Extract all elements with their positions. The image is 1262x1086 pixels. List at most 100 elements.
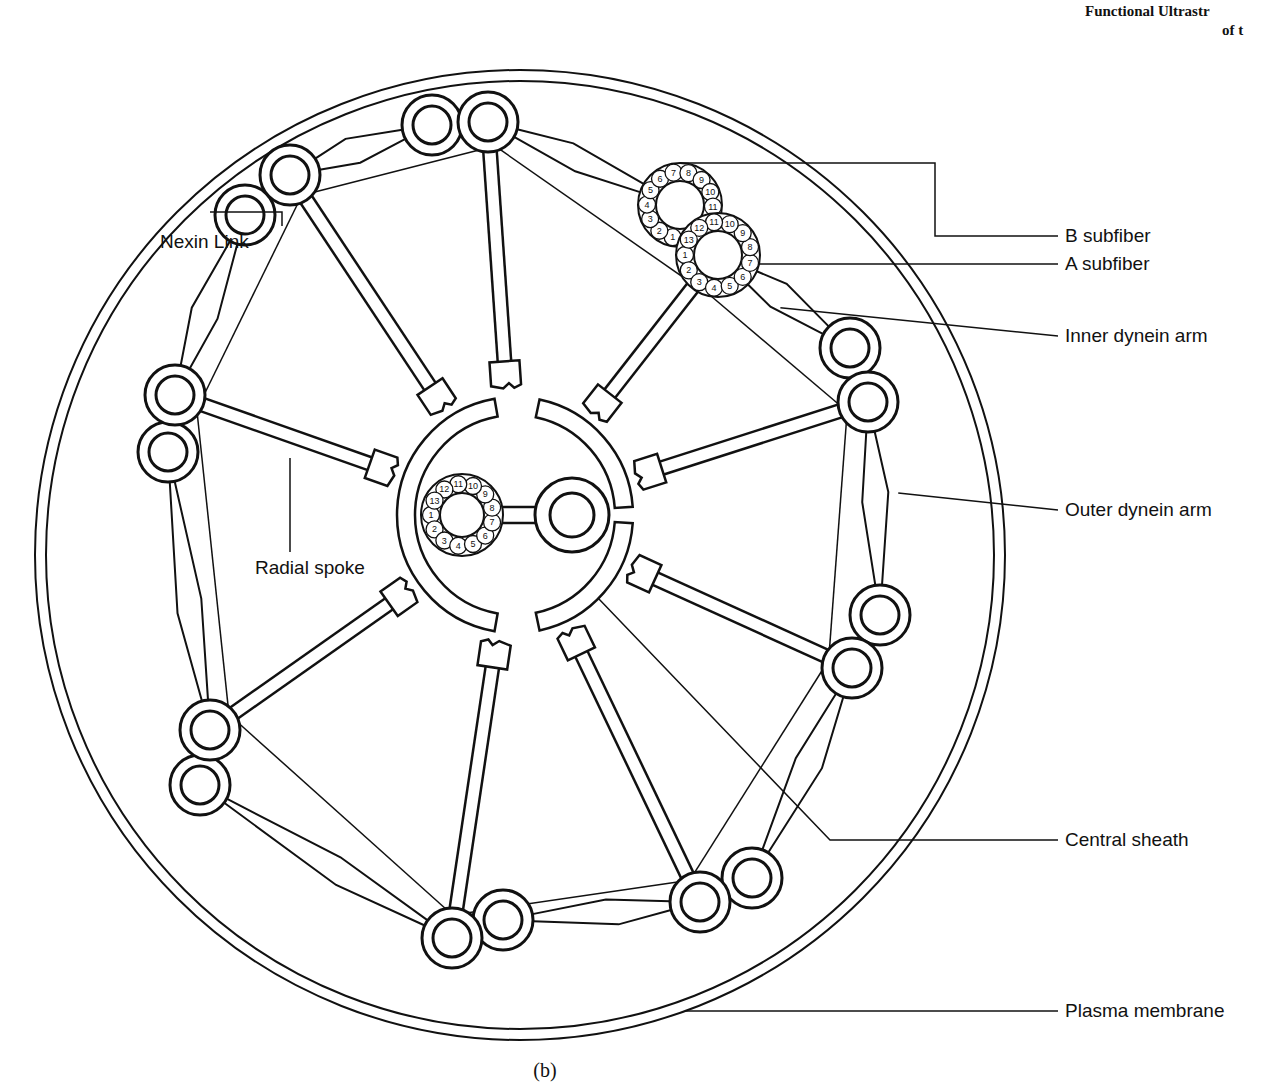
protofilament-number: 5 [470, 539, 475, 548]
tubule-wall [138, 422, 198, 482]
protofilament-number: 1 [428, 511, 433, 520]
central-bridge [500, 506, 538, 509]
spoke-stalk [488, 122, 505, 365]
nexin-link [197, 415, 228, 706]
spoke-head [380, 576, 419, 616]
spoke-head [581, 384, 621, 424]
tubule-wall [670, 872, 730, 932]
tubule-lumen [149, 433, 187, 471]
tubule-wall [850, 585, 910, 645]
protofilament-number: 8 [490, 503, 495, 512]
part-label: Radial spoke [255, 558, 365, 577]
protofilament-number: 3 [697, 278, 702, 287]
tubule-lumen [156, 376, 194, 414]
protofilament-number: 6 [483, 531, 488, 540]
protofilament-number: 3 [442, 536, 447, 545]
protofilament-number: 13 [684, 235, 694, 244]
protofilament-number: 2 [686, 266, 691, 275]
protofilament-number: 8 [686, 169, 691, 178]
nexin-link [695, 671, 822, 873]
spoke-stalk [290, 175, 432, 390]
running-head: Functional Ultrastr [1085, 4, 1210, 19]
protofilament-number: 13 [430, 496, 440, 505]
part-label: B subfiber [1065, 226, 1151, 245]
leader-line [210, 212, 282, 226]
tubule-lumen [226, 196, 264, 234]
spoke-head [365, 450, 400, 487]
tubule-lumen [181, 766, 219, 804]
tubule-wall [838, 372, 898, 432]
leader-line [598, 598, 1058, 840]
arm-line [875, 431, 889, 585]
spoke-head [418, 378, 458, 417]
spoke-stalk [652, 577, 852, 668]
protofilament-number: 7 [671, 168, 676, 177]
protofilament [706, 279, 723, 296]
tubule-wall [458, 92, 518, 152]
part-label: Outer dynein arm [1065, 500, 1212, 519]
arm-line [224, 803, 425, 926]
part-label: Central sheath [1065, 830, 1189, 849]
spoke-head [624, 554, 661, 592]
arm-line [862, 432, 875, 585]
arm-line [320, 139, 406, 170]
tubule-lumen [833, 649, 871, 687]
arm-line [227, 799, 428, 921]
spoke-stalk [488, 122, 505, 365]
protofilament [680, 231, 697, 248]
nexin-link [500, 149, 682, 276]
part-label: A subfiber [1065, 254, 1150, 273]
protofilament [721, 216, 738, 233]
protofilament-number: 3 [648, 215, 653, 224]
protofilament-number: 2 [432, 525, 437, 534]
protofilament-number: 11 [709, 218, 718, 227]
protofilament-number: 12 [694, 223, 704, 232]
tubule-wall [820, 318, 880, 378]
leader-line [780, 308, 1058, 336]
nexin-link [239, 724, 445, 909]
protofilament-number: 7 [490, 518, 495, 527]
tubule-lumen [191, 711, 229, 749]
leaders [210, 163, 1058, 1011]
spoke-head [489, 360, 521, 389]
spoke-stalk [652, 577, 852, 668]
protofilament-number: 8 [748, 243, 753, 252]
tubule-wall [535, 478, 609, 552]
arm-line [533, 910, 671, 924]
tubule-wall [145, 365, 205, 425]
tubule-wall [170, 755, 230, 815]
tubule-wall [421, 474, 503, 556]
running-head: of t [1222, 23, 1243, 38]
protofilament-number: 11 [454, 480, 463, 489]
protofilament-tubule [421, 474, 503, 556]
protofilament [426, 492, 443, 509]
spoke-stalk [658, 402, 868, 469]
protofilament-number: 10 [725, 220, 735, 229]
spoke-stalk [580, 650, 700, 902]
protofilament [677, 247, 694, 264]
arm-line [762, 693, 836, 849]
tubule-lumen [440, 493, 484, 537]
protofilament-number: 6 [740, 272, 745, 281]
arm-line [748, 284, 823, 334]
spoke-stalk [607, 255, 718, 397]
protofilament-number: 6 [658, 174, 663, 183]
central-sheath [397, 399, 498, 631]
figure-caption: (b) [533, 1060, 556, 1080]
tubule-lumen [413, 106, 451, 144]
tubule-lumen [861, 596, 899, 634]
nexin-link [315, 150, 478, 192]
arm-line [768, 697, 843, 853]
tubule-lumen [849, 383, 887, 421]
arm-line [514, 137, 640, 192]
tubule-lumen [433, 919, 471, 957]
tubule-lumen [484, 901, 522, 939]
spoke-stalk [210, 601, 392, 730]
protofilament-tubule [676, 213, 760, 297]
spoke-head [631, 454, 666, 491]
tubule-lumen [271, 156, 309, 194]
leader-line [685, 1010, 1058, 1012]
spoke-stalk [175, 395, 374, 465]
spoke-head [477, 638, 511, 669]
